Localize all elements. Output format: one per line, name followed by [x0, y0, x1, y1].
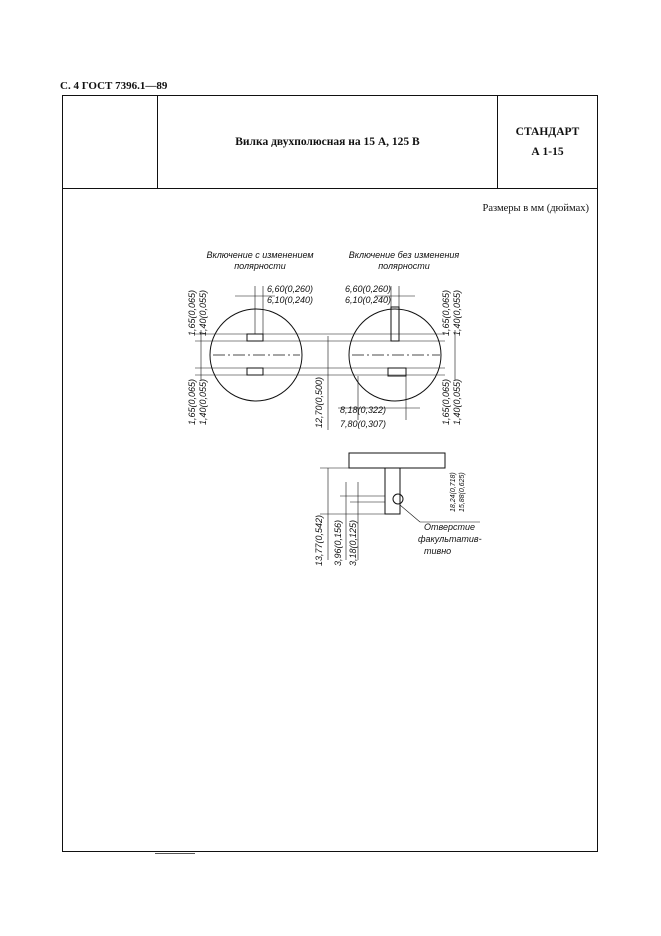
dim-thick-max-left-bottom: 1,65(0,065) — [187, 379, 197, 425]
dim-thick-max-left-top: 1,65(0,065) — [187, 290, 197, 336]
units-note: Размеры в мм (дюймах) — [482, 203, 589, 214]
footer-dash — [155, 853, 195, 854]
dim-width-min-right: 6,10(0,240) — [345, 295, 391, 305]
right-plug-face — [348, 306, 442, 402]
dim-spacing: 12,70(0,500) — [314, 377, 324, 428]
hole-note-line2: факультатив- — [418, 534, 482, 544]
hole-note-line1: Отверстие — [424, 522, 475, 532]
dim-width-min-left: 6,10(0,240) — [267, 295, 313, 305]
dim-side-1: 18,24(0,718) — [450, 472, 457, 512]
dim-hole-pos-min: 3,18(0,125) — [348, 520, 358, 566]
document-title: Вилка двухполюсная на 15 А, 125 В — [158, 96, 498, 188]
dim-thick-min-right-top: 1,40(0,055) — [452, 290, 462, 336]
dim-hole-pos-max: 3,96(0,156) — [333, 520, 343, 566]
hole-note-line3: тивно — [424, 546, 451, 556]
dim-thick-min-left-bottom: 1,40(0,055) — [198, 379, 208, 425]
dim-thick-max-right-bottom: 1,65(0,065) — [441, 379, 451, 425]
dim-width-max-left: 6,60(0,260) — [267, 284, 313, 294]
dim-offset-min: 7,80(0,307) — [340, 419, 386, 429]
right-caption-line1: Включение без изменения — [349, 250, 460, 260]
left-plug-face — [209, 308, 303, 402]
title-block-empty-cell — [63, 96, 158, 188]
dim-side-2: 15,88(0,625) — [459, 472, 466, 512]
page-header: С. 4 ГОСТ 7396.1—89 — [60, 80, 168, 92]
standard-code: А 1-15 — [531, 146, 564, 158]
left-caption-line1: Включение с изменением — [206, 250, 313, 260]
dim-thick-max-right-top: 1,65(0,065) — [441, 290, 451, 336]
extension-lines — [195, 286, 456, 430]
side-view-plug — [320, 452, 480, 560]
dim-width-max-right: 6,60(0,260) — [345, 284, 391, 294]
dim-offset-max: 8,18(0,322) — [340, 405, 386, 415]
left-caption-line2: полярности — [234, 261, 286, 271]
right-caption-line2: полярности — [378, 261, 430, 271]
title-block: Вилка двухполюсная на 15 А, 125 В СТАНДА… — [63, 96, 597, 189]
dim-pin-length: 13,77(0,542) — [314, 515, 324, 566]
dim-thick-min-right-bottom: 1,40(0,055) — [452, 379, 462, 425]
standard-cell: СТАНДАРТ А 1-15 — [498, 96, 597, 188]
dim-thick-min-left-top: 1,40(0,055) — [198, 290, 208, 336]
standard-label: СТАНДАРТ — [515, 126, 580, 138]
standard-sheet-frame: Вилка двухполюсная на 15 А, 125 В СТАНДА… — [62, 95, 598, 852]
